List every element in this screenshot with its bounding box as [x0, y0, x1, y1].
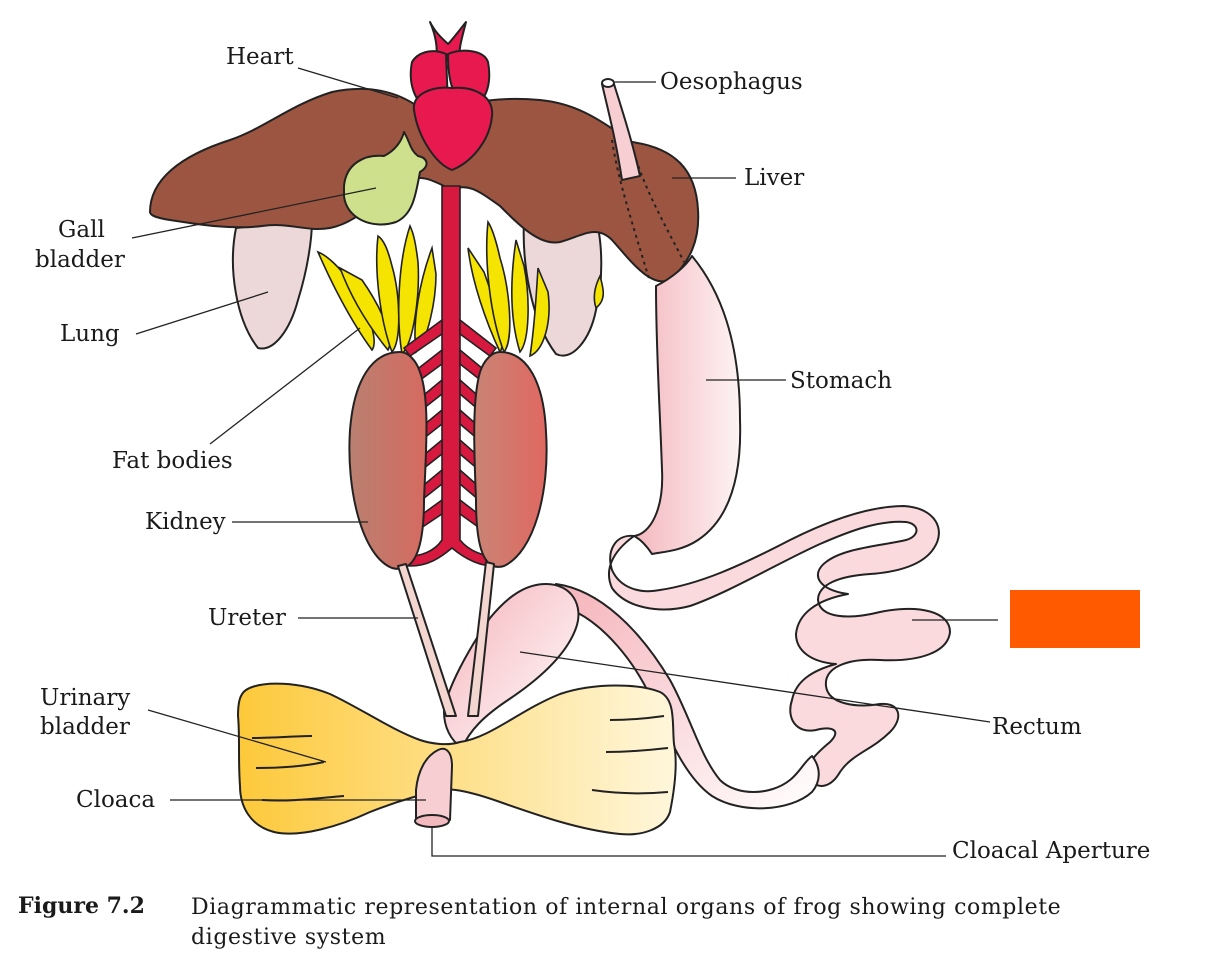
stomach: [633, 255, 742, 555]
urinary-bladder: [237, 682, 677, 836]
label-oesophagus: Oesophagus: [660, 69, 803, 95]
label-gall-bladder-line1: Gall: [58, 217, 105, 243]
right-ureter: [467, 561, 495, 717]
heart: [409, 21, 494, 171]
label-stomach: Stomach: [790, 368, 892, 394]
label-fat-bodies: Fat bodies: [112, 448, 233, 474]
oesophagus-opening: [601, 78, 615, 88]
label-cloaca: Cloaca: [76, 787, 155, 813]
label-urinary-bladder-line2: bladder: [40, 714, 130, 740]
cloaca: [415, 747, 453, 821]
intestine: [608, 505, 951, 787]
frog-digestive-diagram: Heart Oesophagus Liver Gall bladder Lung…: [35, 21, 1150, 864]
liver-dotted-outline: [611, 139, 651, 283]
cloacal-aperture-opening: [414, 814, 450, 828]
label-ureter: Ureter: [208, 605, 286, 631]
label-cloacal-aperture: Cloacal Aperture: [952, 838, 1150, 864]
label-liver: Liver: [744, 165, 804, 191]
masked-label-box: [1010, 590, 1140, 648]
label-lung: Lung: [60, 321, 120, 347]
right-kidney: [473, 351, 548, 568]
figure-caption-text: Diagrammatic representation of internal …: [191, 895, 1062, 950]
intestine-loop: [555, 583, 820, 810]
figure-number: Figure 7.2: [18, 893, 145, 919]
label-gall-bladder-line2: bladder: [35, 247, 125, 273]
left-ureter: [397, 563, 457, 717]
left-lung: [231, 219, 313, 350]
left-kidney: [348, 351, 428, 570]
fat-bodies: [316, 219, 605, 358]
label-rectum: Rectum: [992, 714, 1082, 740]
label-kidney: Kidney: [145, 509, 226, 535]
leader-lines: [131, 67, 998, 857]
label-urinary-bladder-line1: Urinary: [40, 685, 130, 711]
label-heart: Heart: [226, 44, 294, 70]
oesophagus: [601, 83, 641, 181]
gall-bladder: [343, 131, 428, 226]
